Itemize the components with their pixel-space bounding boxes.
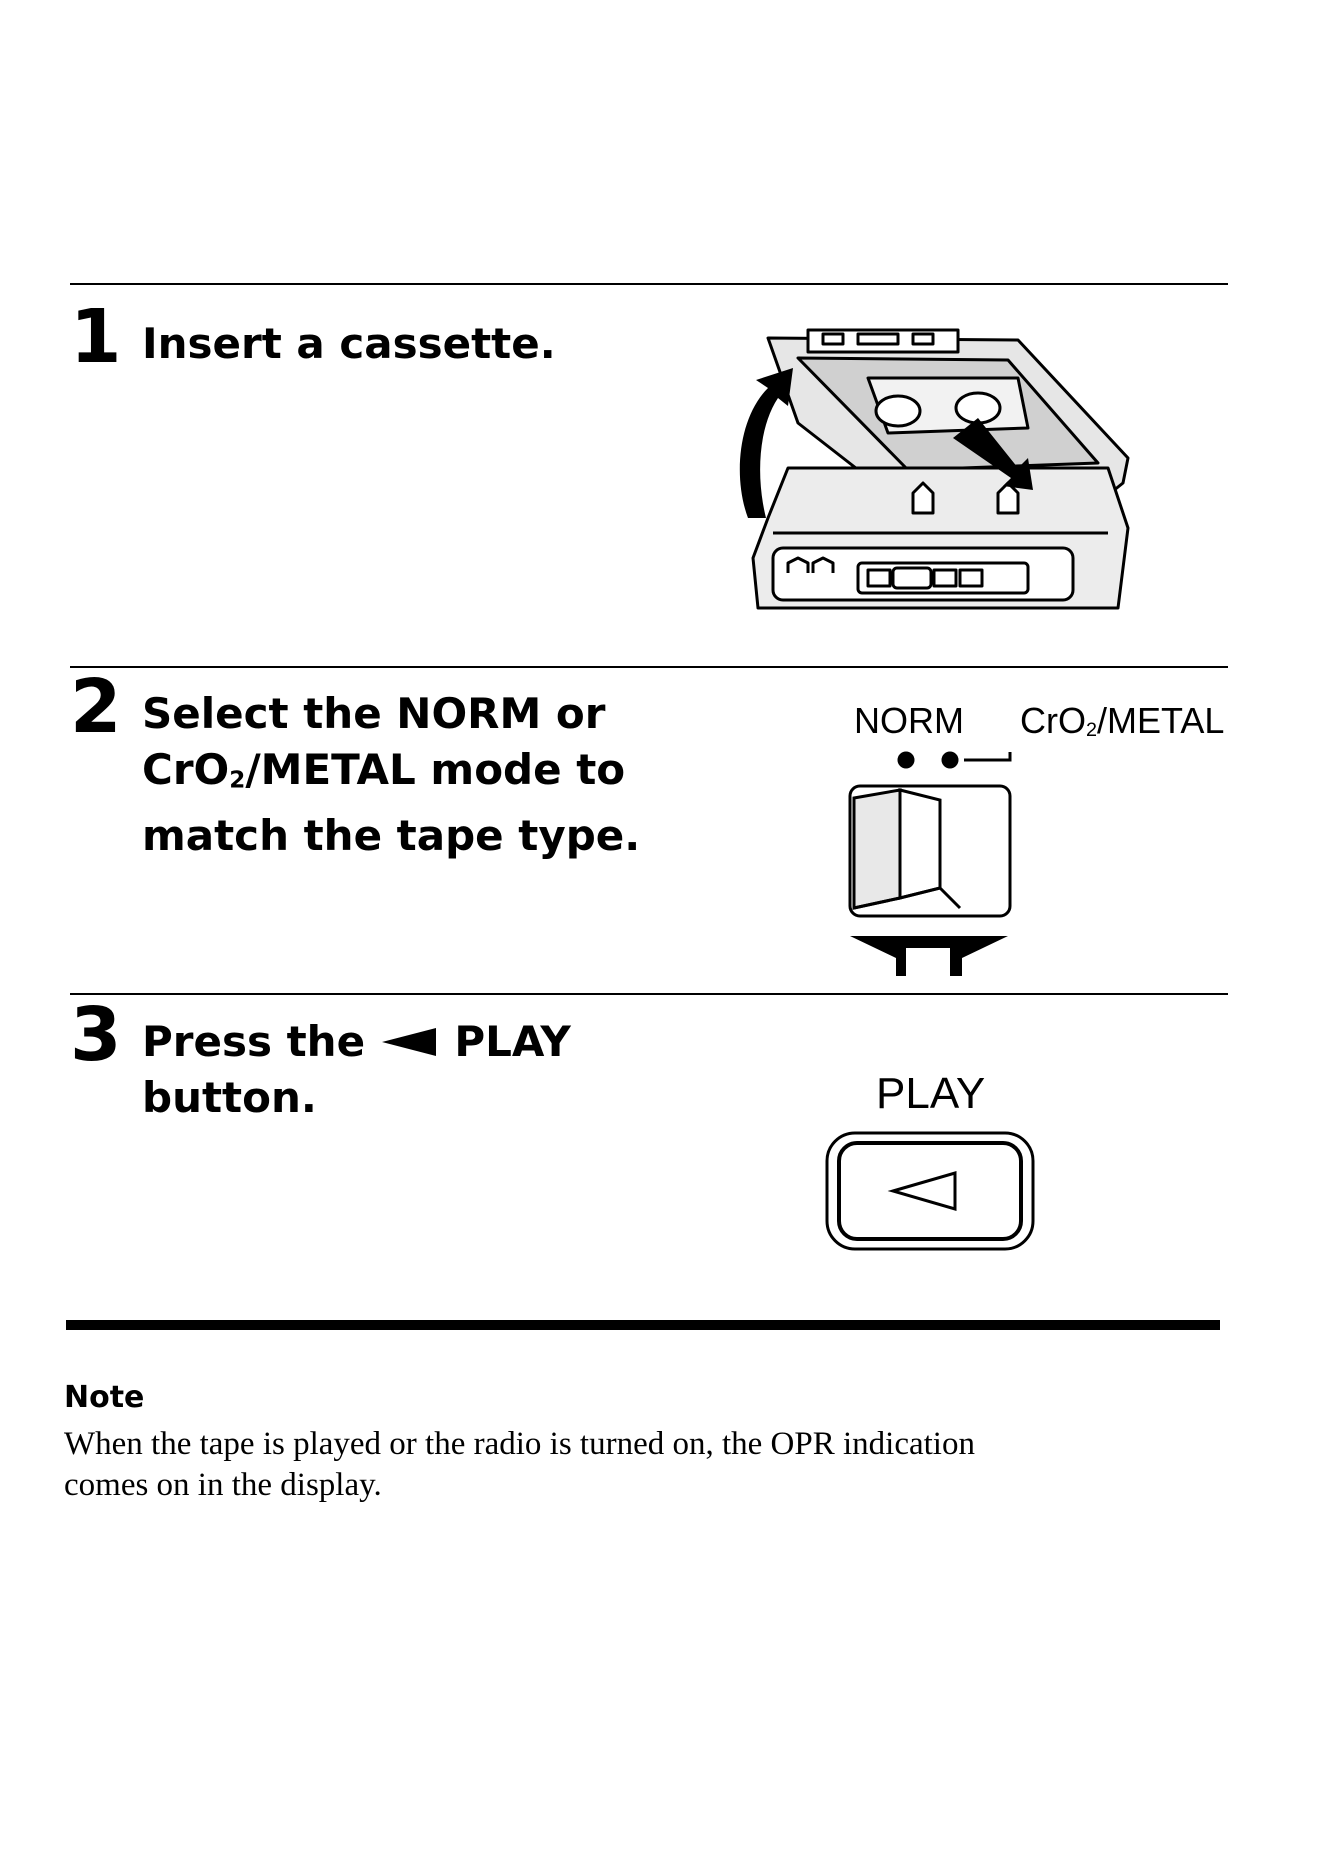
section-rule-1 [70,283,1228,285]
play-arrow-icon [380,1016,440,1048]
note-body: When the tape is played or the radio is … [64,1424,1064,1506]
cro2-metal-label: CrO2/METAL [1020,700,1224,742]
cassette-player-illustration [728,318,1138,624]
step-3-number: 3 [70,998,122,1072]
step-1-text: Insert a cassette. [142,316,556,372]
section-rule-thick [66,1320,1220,1330]
step-2-text: Select the NORM or CrO2/METAL mode to ma… [142,686,640,864]
step-3-press-the: Press the [142,1017,365,1066]
cro2-metal-label-subscript: 2 [1086,719,1097,741]
step-3-play: PLAY [454,1017,570,1066]
step-1-line-1: Insert a cassette. [142,316,556,372]
step-2-line-2: CrO2/METAL mode to [142,742,640,808]
section-rule-3 [70,993,1228,995]
play-label: PLAY [876,1069,985,1119]
step-2-line-1: Select the NORM or [142,686,640,742]
step-3-text: Press the PLAY button. [142,1014,571,1126]
norm-label: NORM [854,700,964,742]
step-2-number: 2 [70,670,122,744]
step-2-cro-subscript: 2 [229,767,245,793]
step-1-number: 1 [70,300,122,374]
step-2-line-3: match the tape type. [142,808,640,864]
play-button-figure: PLAY [820,1065,1040,1255]
switch-slider-icon [840,748,1040,978]
cro2-metal-label-suffix: /METAL [1097,700,1224,741]
cro2-metal-label-prefix: CrO [1020,700,1086,741]
step-3-line-2: button. [142,1070,571,1126]
tape-select-switch-figure: NORM CrO2/METAL [840,700,1240,980]
section-rule-2 [70,666,1228,668]
note-title: Note [64,1380,144,1415]
step-2-metal-mode: /METAL mode to [245,745,625,794]
step-2-cro: CrO [142,745,229,794]
step-3-line-1: Press the PLAY [142,1014,571,1070]
play-button-icon [825,1131,1037,1255]
